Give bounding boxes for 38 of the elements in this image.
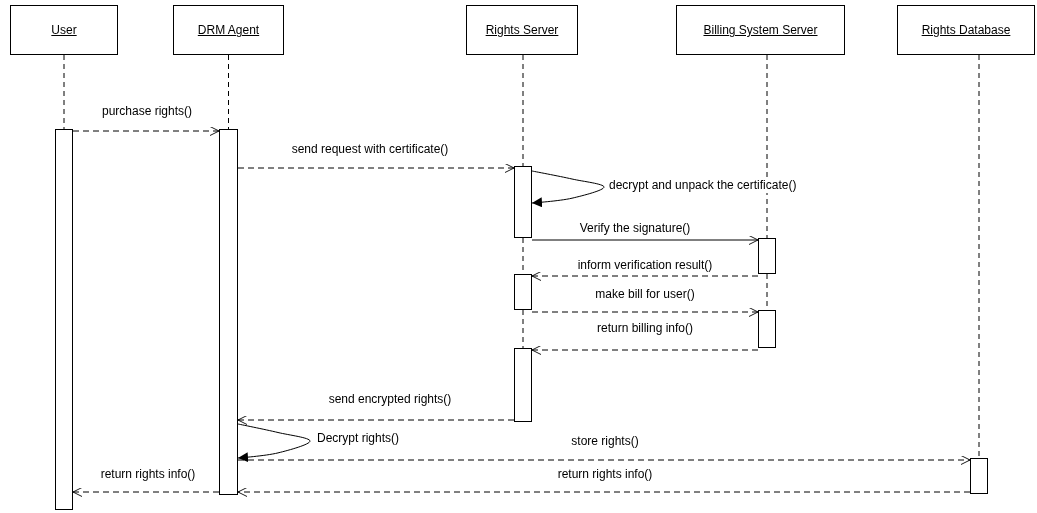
activation-bar [514, 348, 532, 422]
lifeline [522, 309, 524, 349]
lifeline [978, 54, 980, 459]
activation-bar [514, 274, 532, 310]
edge-label: make bill for user() [594, 287, 696, 302]
edge-label: return rights info() [556, 467, 654, 482]
lifeline [63, 54, 65, 130]
edge-label: return rights info() [99, 467, 197, 482]
lifeline [522, 54, 524, 167]
edge-label: send request with certificate() [290, 142, 450, 157]
object-name: DRM Agent [197, 23, 260, 37]
activation-bar [514, 166, 532, 238]
self-message-arrow [237, 423, 311, 463]
edge-label: decrypt and unpack the certificate() [608, 178, 798, 193]
edge-label: return billing info() [595, 321, 694, 336]
object-name: Rights Database [921, 23, 1011, 37]
object-box [10, 5, 118, 55]
self-message-arrow [531, 170, 605, 208]
object-name: Billing System Server [703, 23, 818, 37]
lifeline [228, 54, 229, 130]
activation-bar [758, 238, 776, 274]
activation-bar [219, 129, 238, 495]
object-box [173, 5, 284, 55]
edge-label: send encrypted rights() [327, 392, 453, 407]
edge-label: Decrypt rights() [316, 431, 400, 446]
activation-bar [55, 129, 73, 510]
lifeline [766, 54, 768, 239]
edge-label: inform verification result() [576, 258, 714, 273]
object-box [466, 5, 578, 55]
object-name: Rights Server [485, 23, 559, 37]
edge-label: purchase rights() [100, 104, 193, 119]
object-box [897, 5, 1035, 55]
activation-bar [970, 458, 988, 494]
edge-label: Verify the signature() [578, 221, 692, 236]
object-name: User [51, 23, 77, 37]
object-box [676, 5, 845, 55]
activation-bar [758, 310, 776, 348]
edge-label: store rights() [570, 434, 640, 449]
